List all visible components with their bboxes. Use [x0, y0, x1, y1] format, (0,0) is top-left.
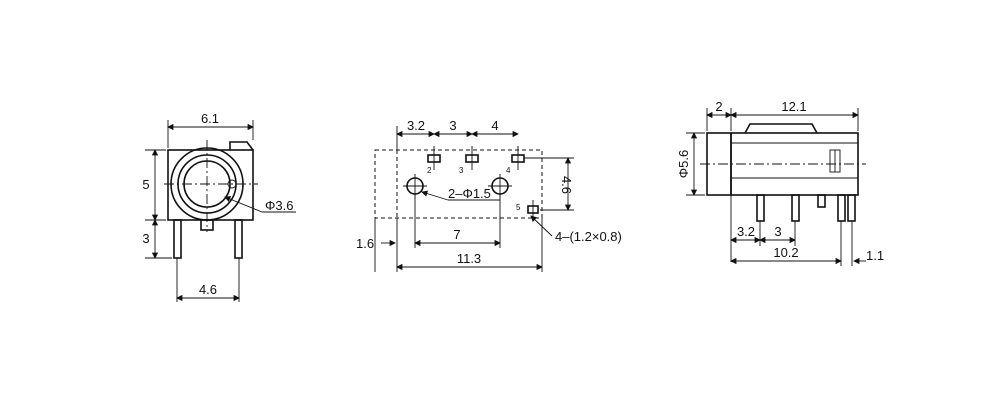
dim-front-pin-span-label: 4.6 — [199, 282, 217, 297]
dim-outer-dia-label: Φ5.6 — [676, 150, 691, 178]
front-top-tab — [229, 141, 254, 151]
front-key — [200, 219, 214, 231]
front-pin-right — [234, 219, 243, 259]
front-view: 6.1 5 3 Φ3.6 4.6 — [142, 111, 296, 302]
dim-front-height-label: 5 — [142, 177, 149, 192]
dim-side-pitch-1-label: 3.2 — [737, 224, 755, 239]
front-pin-left — [173, 219, 182, 259]
pin-label-2: 2 — [427, 166, 432, 175]
side-top-tab — [744, 123, 818, 134]
dim-tail-offset-label: 1.1 — [866, 248, 884, 263]
dim-pitch-1-label: 3.2 — [407, 118, 425, 133]
bottom-view: 2 3 4 5 3.2 3 4 4.6 2–Φ1.5 4–(1.2×0.8) — [356, 118, 622, 272]
pin-label-3: 3 — [459, 166, 464, 175]
dim-front-bore-label: Φ3.6 — [265, 198, 293, 213]
side-view: 2 12.1 Φ5.6 3.2 3 10.2 1.1 — [676, 99, 884, 266]
dim-hole-dia-label: 2–Φ1.5 — [448, 186, 491, 201]
dim-front-width-label: 6.1 — [201, 111, 219, 126]
side-pin-2 — [791, 194, 800, 222]
bottom-body-outline — [374, 149, 543, 219]
side-pin-4 — [837, 194, 846, 222]
side-pin-3 — [817, 194, 826, 208]
dim-body-length-label: 12.1 — [781, 99, 806, 114]
dim-total-length-label: 11.3 — [457, 251, 481, 266]
dim-edge-offset-label: 1.6 — [356, 236, 374, 251]
dim-side-pitch-2-label: 3 — [774, 224, 781, 239]
dim-pad-size-label: 4–(1.2×0.8) — [555, 229, 622, 244]
side-pin-5 — [847, 194, 856, 222]
dim-row-offset-label: 4.6 — [559, 176, 574, 194]
dim-hole-pitch-label: 7 — [453, 227, 460, 242]
dim-pitch-2-label: 3 — [449, 118, 456, 133]
pin-label-5: 5 — [516, 203, 521, 212]
dim-collar-label: 2 — [715, 99, 722, 114]
dim-side-span-label: 10.2 — [773, 245, 798, 260]
pin-label-4: 4 — [506, 166, 511, 175]
side-pin-1 — [756, 194, 765, 222]
dim-pitch-3-label: 4 — [491, 118, 498, 133]
dim-front-pin-height-label: 3 — [142, 231, 149, 246]
